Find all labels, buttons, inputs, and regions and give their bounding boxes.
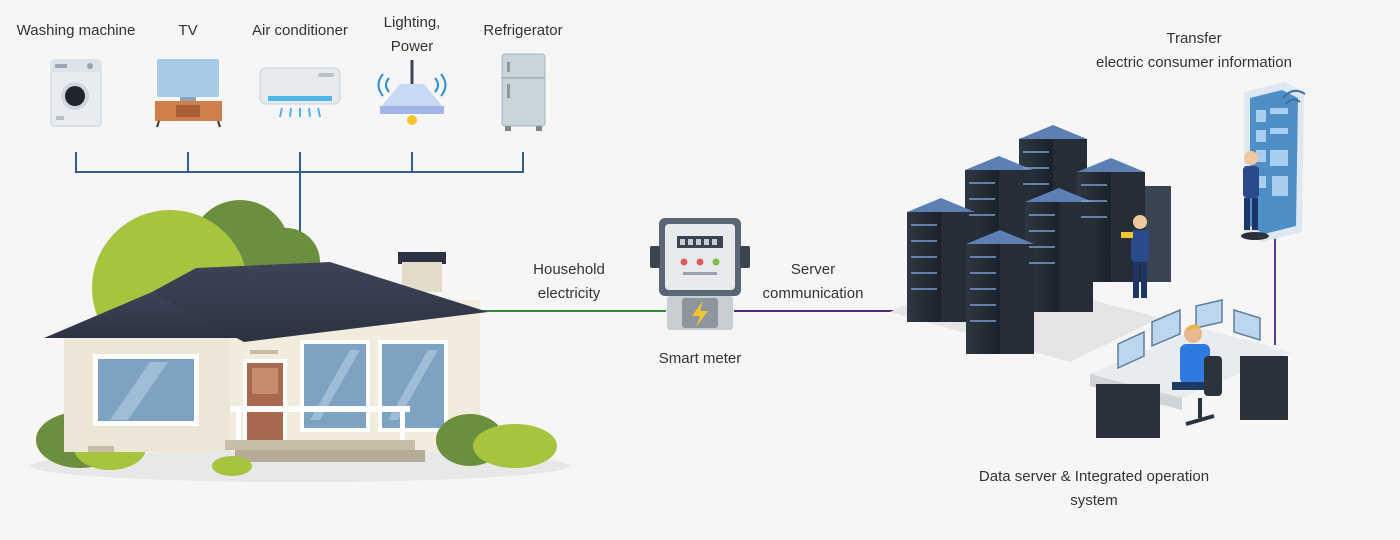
operator-figure xyxy=(1172,324,1222,426)
appliance-label: Air conditioner xyxy=(252,22,348,39)
appliance-label: Refrigerator xyxy=(483,22,563,39)
label-line: electricity xyxy=(537,285,601,302)
server-rack-icon xyxy=(907,198,975,322)
appliance-label: Washing machine xyxy=(16,22,136,39)
washing-machine-icon xyxy=(50,59,102,127)
lamp-icon xyxy=(377,60,447,125)
server-room-illustration xyxy=(890,125,1292,438)
server-communication-label: Server communication xyxy=(746,258,880,306)
label-line: Data server & Integrated operation xyxy=(978,468,1210,485)
tv-icon xyxy=(155,59,222,128)
transfer-label: Transfer electric consumer information xyxy=(1074,27,1314,75)
label-line: system xyxy=(1070,492,1118,509)
data-server-label: Data server & Integrated operation syste… xyxy=(954,465,1234,513)
appliance-label-line: Power xyxy=(390,38,434,55)
house-illustration xyxy=(30,200,570,482)
technician-figure xyxy=(1121,215,1149,298)
label-line: communication xyxy=(762,285,864,302)
refrigerator-icon xyxy=(501,53,546,131)
appliance-label: TV xyxy=(178,22,198,39)
label-line: Server xyxy=(790,261,836,278)
household-electricity-label: Household electricity xyxy=(514,258,624,306)
appliance-label: Lighting, Power xyxy=(362,11,462,59)
smart-meter-icon xyxy=(650,218,750,330)
server-rack-icon xyxy=(1077,158,1171,282)
label-line: Transfer xyxy=(1166,30,1222,47)
air-conditioner-icon xyxy=(259,67,341,118)
server-rack-icon xyxy=(966,230,1034,354)
appliance-label-line: Lighting, xyxy=(383,14,441,31)
monitoring-tablet-icon xyxy=(1241,82,1306,242)
appliance-bus-lines xyxy=(75,152,524,252)
label-line: Household xyxy=(533,261,605,278)
label-line: electric consumer information xyxy=(1096,54,1292,71)
server-rack-icon xyxy=(1025,188,1093,312)
analyst-figure xyxy=(1241,151,1269,240)
smart-meter-label: Smart meter xyxy=(658,350,742,367)
